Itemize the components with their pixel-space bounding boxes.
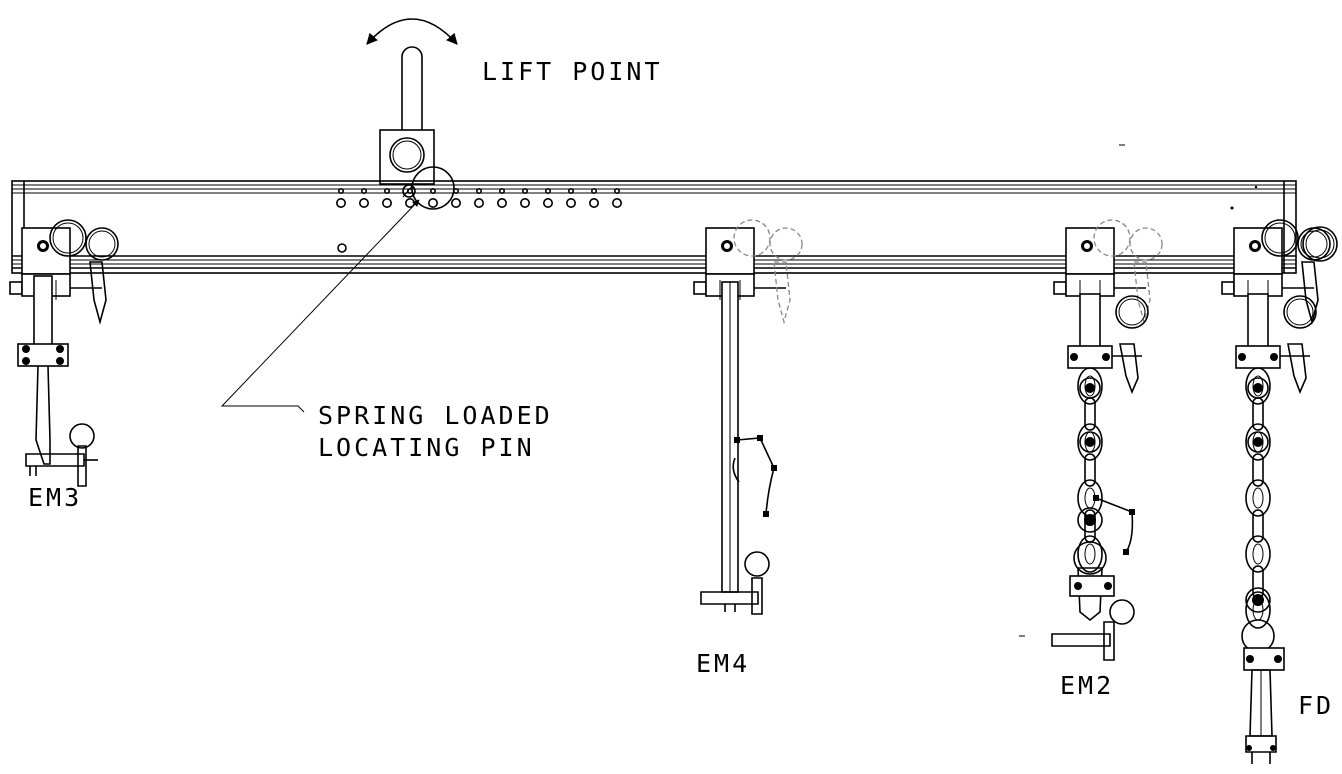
lift-point-assembly [366,18,458,185]
spring-loaded-label: SPRING LOADED [318,401,553,430]
trolley-em3 [9,219,119,326]
trolley-fd [1221,219,1338,326]
lift-bracket [379,129,435,185]
trolley-em2 [1053,219,1163,325]
rotation-arrow [366,18,458,45]
trolley-em4 [693,219,803,325]
em2-chain [1067,293,1149,575]
em4-hanger [700,281,777,615]
fd-hook [1243,647,1285,764]
em4-label: EM4 [696,649,750,678]
lift-eye [401,46,423,132]
locating-pin [402,166,455,210]
beam-holes [335,188,622,209]
lift-point-label: LIFT POINT [482,57,663,86]
locating-pin-leader [220,199,420,413]
em3-label: EM3 [28,483,82,512]
em2-label: EM2 [1060,671,1114,700]
em2-hook [1051,495,1135,661]
em3-hanger [17,275,98,487]
lifting-beam [11,180,1297,274]
fd-label: FD [1298,691,1334,720]
lift-pin [389,137,425,173]
fd-chain [1235,293,1317,653]
locating-pin-label: LOCATING PIN [318,433,535,462]
